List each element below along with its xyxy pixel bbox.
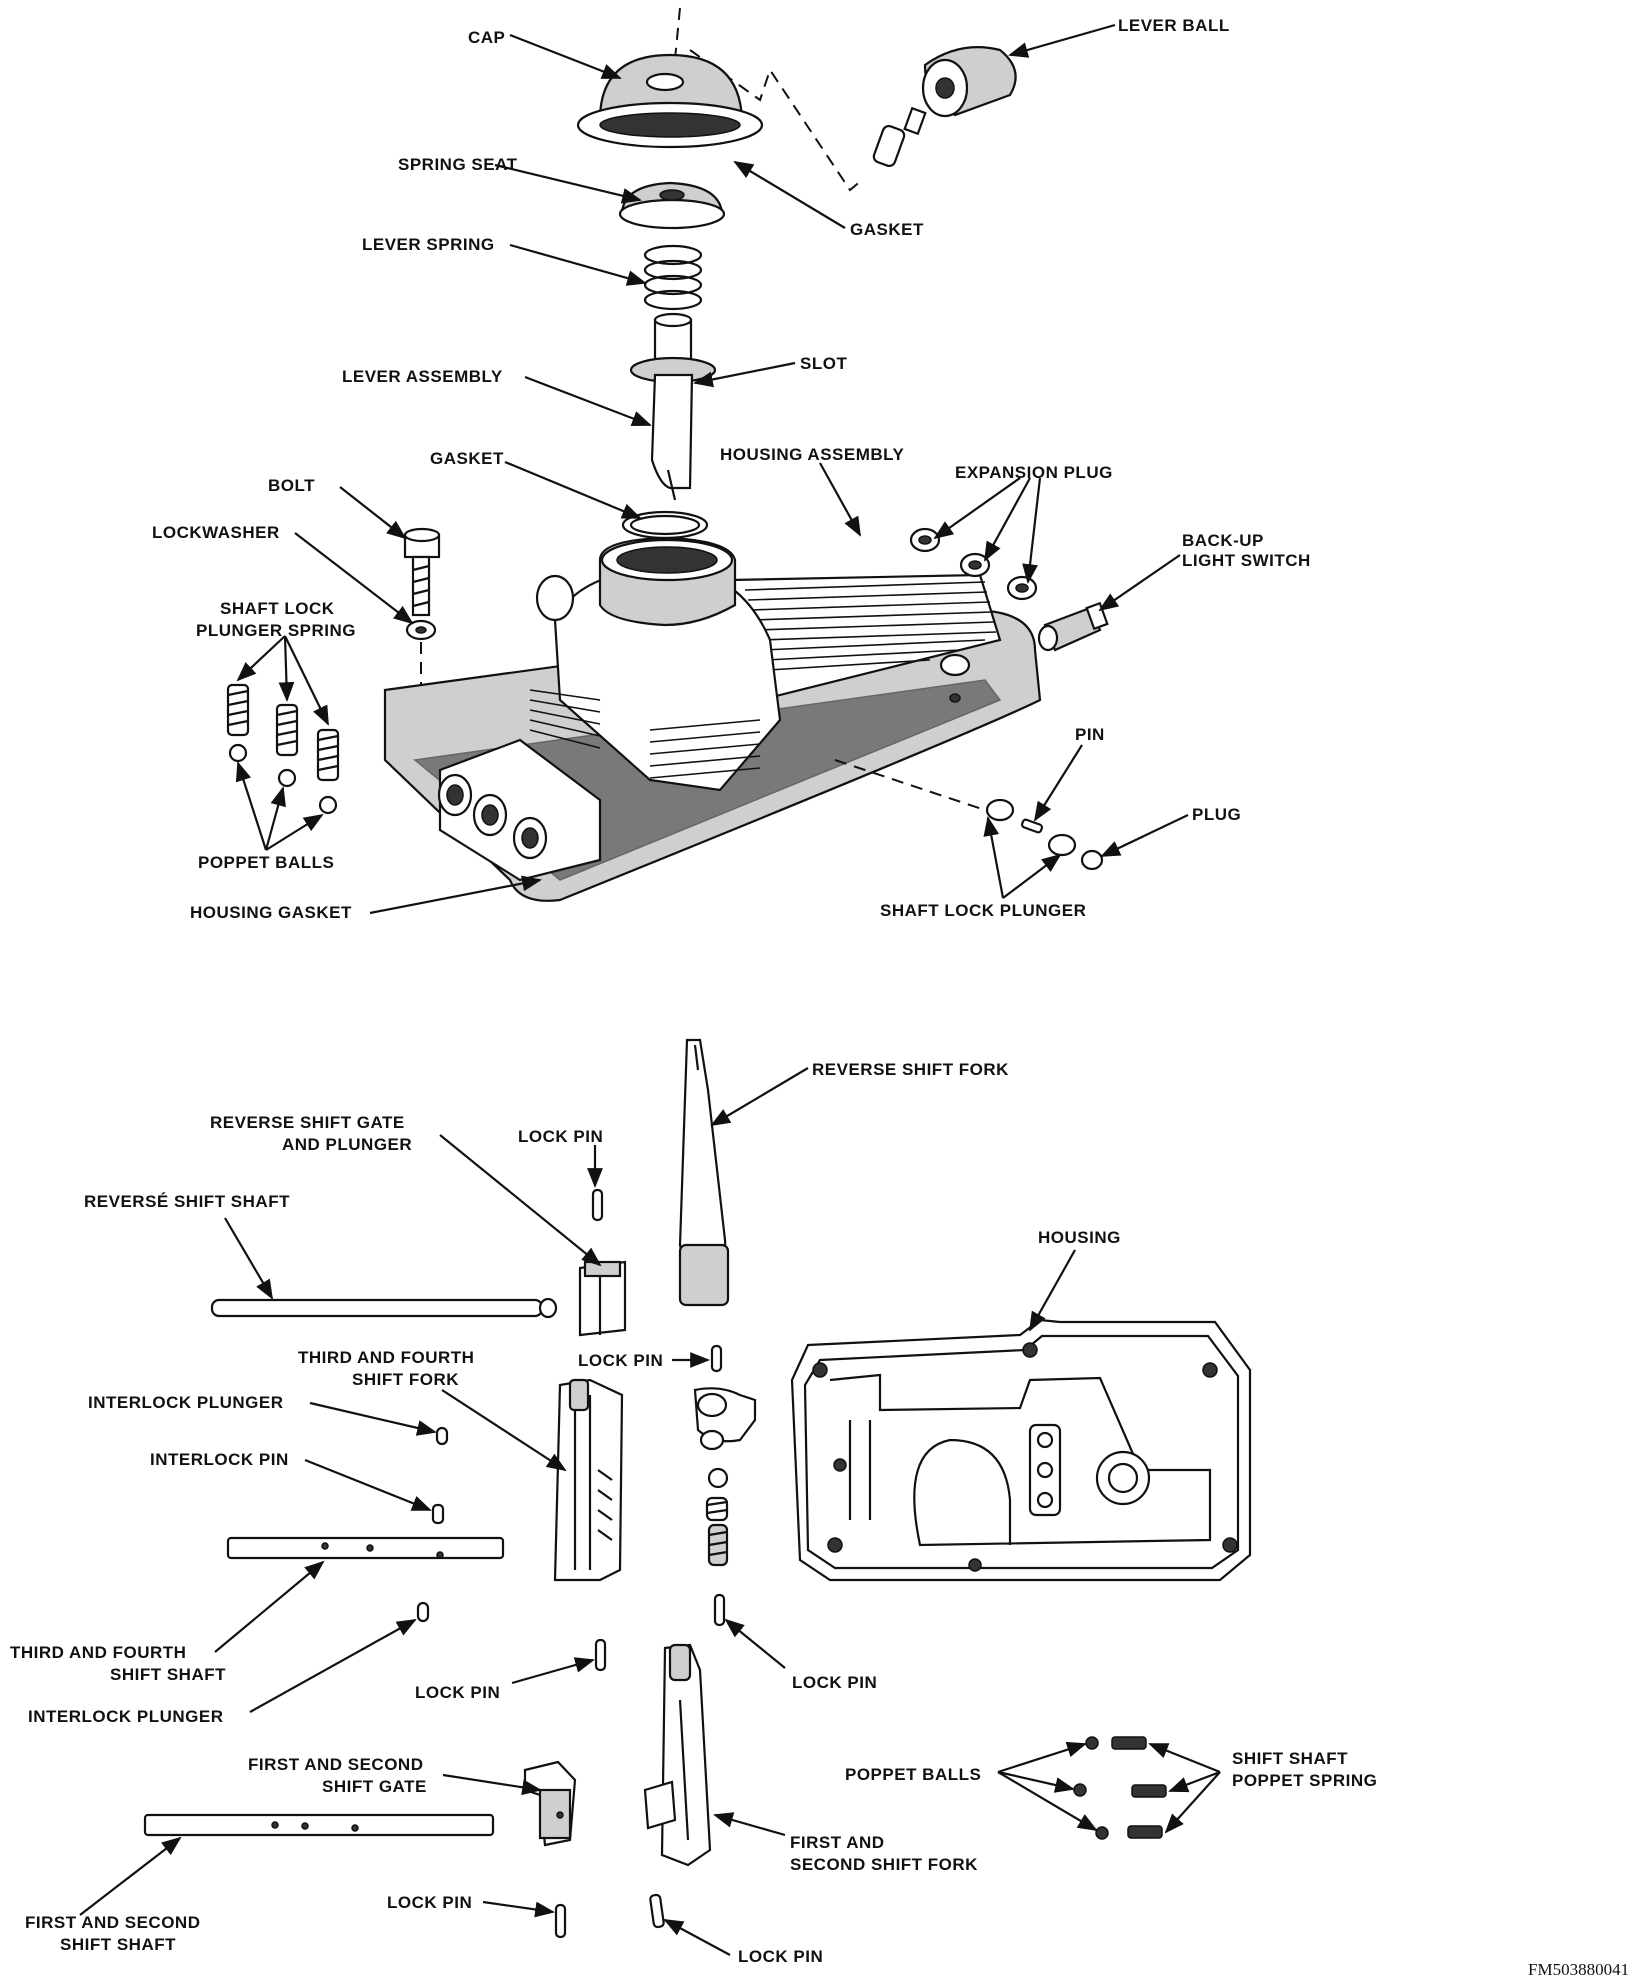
label-first-second-fork-2: SECOND SHIFT FORK: [790, 1855, 978, 1874]
figure-id: FM503880041: [1528, 1960, 1629, 1979]
plunger-dashed-line: [834, 759, 1001, 816]
label-third-fourth-shaft-2: SHIFT SHAFT: [110, 1665, 226, 1684]
label-reverse-shift-gate-2: AND PLUNGER: [282, 1135, 412, 1154]
label-third-fourth-shaft-1: THIRD AND FOURTH: [10, 1643, 186, 1662]
label-lock-pin-2: LOCK PIN: [578, 1351, 663, 1370]
label-reverse-shift-gate-1: REVERSE SHIFT GATE: [210, 1113, 405, 1132]
reverse-shift-shaft-part: [210, 1297, 558, 1319]
third-fourth-shift-fork-part: [553, 1378, 624, 1582]
label-shaft-lock-plunger: SHAFT LOCK PLUNGER: [880, 901, 1086, 920]
label-plug: PLUG: [1192, 805, 1241, 824]
spring-seat-part: [618, 181, 726, 230]
label-shift-shaft-poppet-spring-1: SHIFT SHAFT: [1232, 1749, 1348, 1768]
label-first-second-fork-1: FIRST AND: [790, 1833, 885, 1852]
label-lock-pin-5: LOCK PIN: [387, 1893, 472, 1912]
housing-assembly-part: [383, 536, 1042, 902]
label-slot: SLOT: [800, 354, 847, 373]
label-gasket-top: GASKET: [850, 220, 924, 239]
lock-pin-4-part: [594, 1638, 607, 1672]
label-housing-assembly: HOUSING ASSEMBLY: [720, 445, 904, 464]
lever-ball-insert: [872, 106, 927, 168]
interlock-plunger-1-part: [435, 1426, 449, 1446]
label-shaft-lock-plunger-spring-1: SHAFT LOCK: [220, 599, 335, 618]
reverse-shift-gate-part: [578, 1260, 627, 1337]
label-lock-pin-3: LOCK PIN: [792, 1673, 877, 1692]
lever-assembly-part: [629, 312, 717, 501]
cap-part: [576, 53, 764, 149]
label-third-fourth-fork-2: SHIFT FORK: [352, 1370, 459, 1389]
label-first-second-shaft-2: SHIFT SHAFT: [60, 1935, 176, 1954]
label-first-second-gate-1: FIRST AND SECOND: [248, 1755, 424, 1774]
label-bolt: BOLT: [268, 476, 315, 495]
reverse-shift-fork-part: [678, 1038, 730, 1307]
label-interlock-pin: INTERLOCK PIN: [150, 1450, 289, 1469]
label-interlock-plunger-1: INTERLOCK PLUNGER: [88, 1393, 284, 1412]
lever-spring-part: [643, 244, 703, 311]
label-reverse-shift-shaft: REVERSÉ SHIFT SHAFT: [84, 1192, 290, 1211]
first-second-shift-shaft-part: [143, 1813, 495, 1837]
label-pin: PIN: [1075, 725, 1105, 744]
bolt-part: [403, 527, 441, 617]
lockwasher-part: [405, 619, 437, 641]
housing-part: [790, 1318, 1252, 1582]
interlock-plunger-2-part: [416, 1601, 430, 1623]
label-lever-ball: LEVER BALL: [1118, 16, 1230, 35]
label-poppet-balls-bottom: POPPET BALLS: [845, 1765, 981, 1784]
label-lever-spring: LEVER SPRING: [362, 235, 495, 254]
lock-pin-1-part: [591, 1188, 604, 1222]
label-lever-assembly: LEVER ASSEMBLY: [342, 367, 503, 386]
shaft-lock-plunger-parts: [985, 798, 1104, 871]
label-shift-shaft-poppet-spring-2: POPPET SPRING: [1232, 1771, 1377, 1790]
label-lockwasher: LOCKWASHER: [152, 523, 280, 542]
first-second-shift-fork-part: [643, 1643, 712, 1867]
poppet-balls-top-parts: [228, 743, 338, 815]
label-third-fourth-fork-1: THIRD AND FOURTH: [298, 1348, 474, 1367]
label-interlock-plunger-2: INTERLOCK PLUNGER: [28, 1707, 224, 1726]
label-housing-gasket: HOUSING GASKET: [190, 903, 352, 922]
poppet-stack-center-part: [693, 1387, 757, 1567]
third-fourth-shift-shaft-part: [226, 1536, 505, 1560]
label-cap: CAP: [468, 28, 505, 47]
label-gasket-mid: GASKET: [430, 449, 504, 468]
label-lock-pin-1: LOCK PIN: [518, 1127, 603, 1146]
backup-light-switch-part: [1037, 601, 1109, 652]
leader-lines: [79, 23, 1221, 1956]
shift-shaft-poppet-springs-parts: [1073, 1736, 1167, 1840]
lever-ball-part: [921, 46, 1017, 118]
label-lock-pin-4: LOCK PIN: [415, 1683, 500, 1702]
label-poppet-balls-top: POPPET BALLS: [198, 853, 334, 872]
label-backup-switch-1: BACK-UP: [1182, 531, 1264, 550]
label-shaft-lock-plunger-spring-2: PLUNGER SPRING: [196, 621, 356, 640]
label-reverse-shift-fork: REVERSE SHIFT FORK: [812, 1060, 1009, 1079]
label-expansion-plug: EXPANSION PLUG: [955, 463, 1113, 482]
shaft-lock-plunger-springs: [226, 683, 340, 782]
gasket-mid-part: [621, 510, 709, 540]
first-second-shift-gate-part: [523, 1760, 577, 1847]
label-first-second-gate-2: SHIFT GATE: [322, 1777, 427, 1796]
lock-pin-6-part: [649, 1893, 665, 1929]
label-first-second-shaft-1: FIRST AND SECOND: [25, 1913, 201, 1932]
lock-pin-5-part: [554, 1903, 567, 1939]
lock-pin-2-part: [710, 1344, 723, 1373]
interlock-pin-part: [431, 1503, 445, 1525]
label-backup-switch-2: LIGHT SWITCH: [1182, 551, 1311, 570]
label-spring-seat: SPRING SEAT: [398, 155, 518, 174]
part-labels: CAP LEVER BALL SPRING SEAT GASKET LEVER …: [10, 16, 1629, 1979]
label-lock-pin-6: LOCK PIN: [738, 1947, 823, 1966]
lock-pin-3-part: [713, 1593, 726, 1627]
label-housing: HOUSING: [1038, 1228, 1121, 1247]
